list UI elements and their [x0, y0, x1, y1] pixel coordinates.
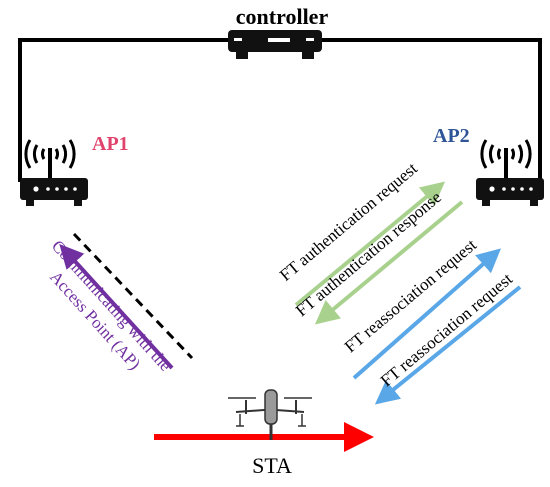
ap1-purple-arrow — [59, 244, 174, 370]
ft-auth-response-arrow — [314, 200, 464, 325]
drone-icon — [228, 389, 312, 440]
controller-label: controller — [236, 4, 329, 29]
ap2-router-icon — [476, 139, 544, 206]
ap1-router-icon — [20, 139, 88, 206]
ft-reassoc-request-arrow-1 — [352, 248, 501, 380]
ft-reassoc-request-arrow-2 — [374, 285, 522, 405]
ft-reassoc-request-text-2: FT reassociation request — [377, 269, 516, 390]
sta-label: STA — [252, 453, 292, 478]
ft-auth-request-arrow — [294, 181, 446, 307]
ap1-link-text-line1: Communicating with the — [48, 236, 175, 374]
ap1-dashed-link — [72, 232, 194, 360]
controller-icon — [228, 30, 322, 59]
ap1-label: AP1 — [92, 133, 129, 155]
controller-wire — [18, 38, 542, 182]
ap2-label: AP2 — [433, 125, 470, 147]
